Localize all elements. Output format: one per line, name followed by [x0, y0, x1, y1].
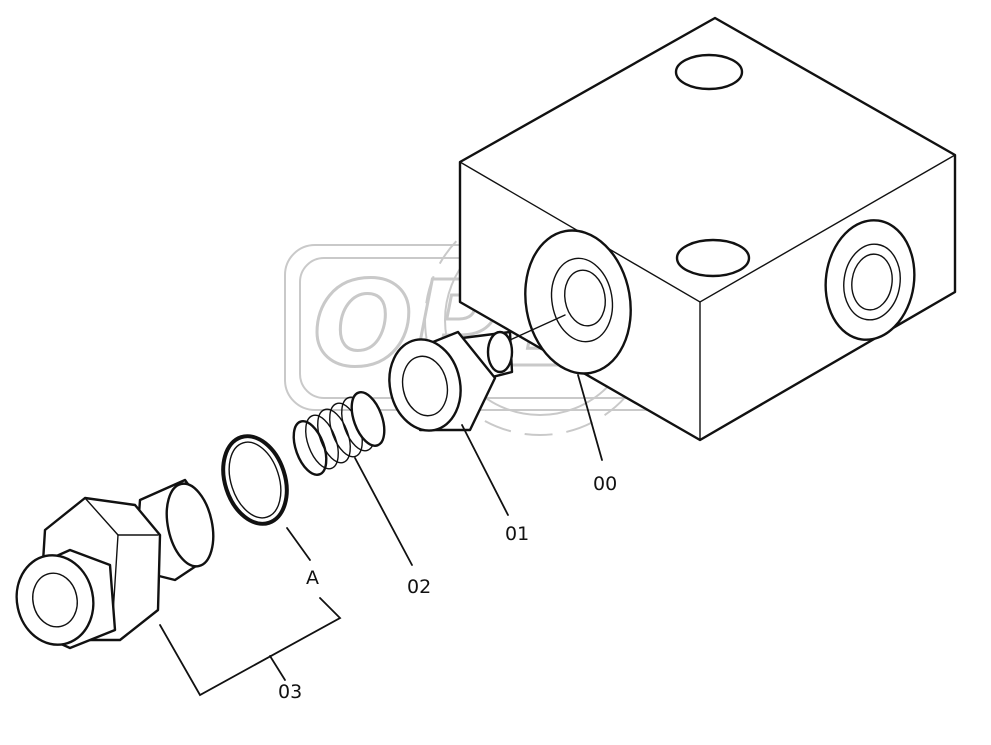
callout-o-ring: A [306, 567, 319, 589]
top-port-front [675, 238, 751, 278]
plug-assembly [15, 478, 215, 650]
top-port [674, 53, 744, 91]
front-port-spotface [524, 229, 632, 375]
valve-body [458, 16, 957, 442]
o-ring [221, 434, 289, 526]
poppet [388, 314, 566, 432]
leader-lines [159, 374, 603, 697]
callout-valve-body: 00 [593, 473, 617, 495]
callout-plug-assembly: 03 [278, 681, 302, 703]
callout-labels: 00 01 02 03 A [278, 473, 617, 703]
spring [292, 391, 386, 476]
callout-spring: 02 [407, 576, 431, 598]
side-port [824, 219, 916, 341]
callout-poppet: 01 [505, 523, 529, 545]
